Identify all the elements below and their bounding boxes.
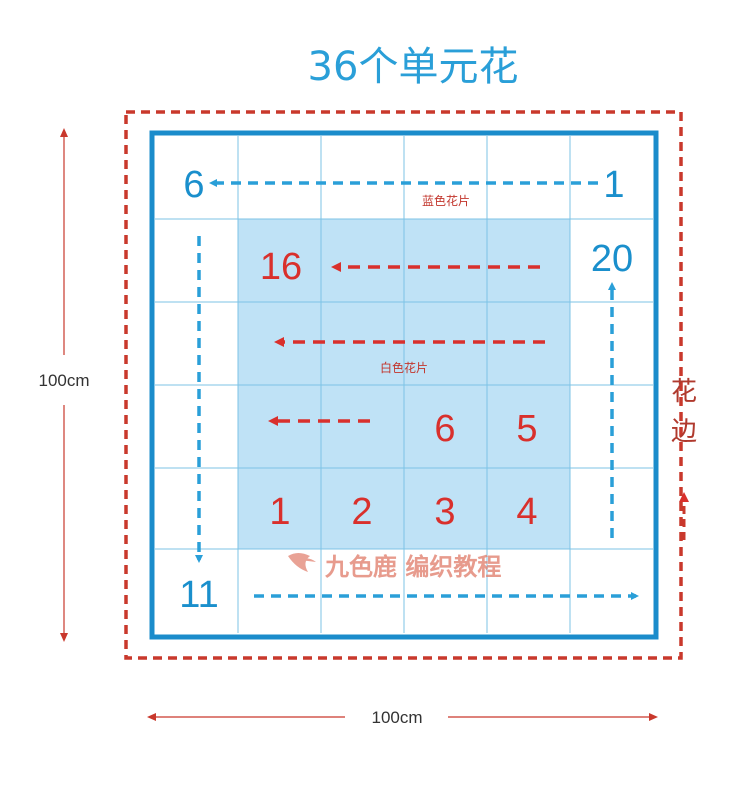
red-number-1: 1 [269, 491, 290, 533]
red-number-4: 4 [516, 491, 537, 533]
watermark: 九色鹿 编织教程 [288, 553, 501, 581]
height-label: 100cm [38, 371, 89, 390]
red-number-2: 2 [351, 491, 372, 533]
flower-edge-label-1: 花 [671, 377, 697, 407]
red-number-6: 6 [434, 408, 455, 450]
red-number-3: 3 [434, 491, 455, 533]
diagram-title: 36个单元花 [308, 44, 519, 90]
deer-logo-icon [288, 553, 316, 572]
width-dimension: 100cm [147, 708, 658, 727]
watermark-text: 九色鹿 编织教程 [324, 553, 501, 581]
blue-number-11: 11 [179, 574, 218, 616]
grid-lines [155, 136, 653, 633]
flower-edge-label-2: 边 [671, 417, 697, 447]
flower-edge-border [124, 110, 683, 660]
blue-pieces-label: 蓝色花片 [422, 193, 470, 208]
blue-number-20: 20 [591, 238, 633, 280]
blue-number-6: 6 [183, 164, 204, 206]
blanket-frame [149, 130, 659, 640]
width-label: 100cm [371, 708, 422, 727]
blue-number-1: 1 [603, 164, 624, 206]
blue-ring-arrows [195, 179, 639, 600]
red-number-5: 5 [516, 408, 537, 450]
red-number-16: 16 [260, 246, 302, 288]
red-inner-arrows [268, 262, 545, 426]
white-pieces-label: 白色花片 [380, 360, 428, 375]
height-dimension: 100cm [38, 128, 90, 642]
